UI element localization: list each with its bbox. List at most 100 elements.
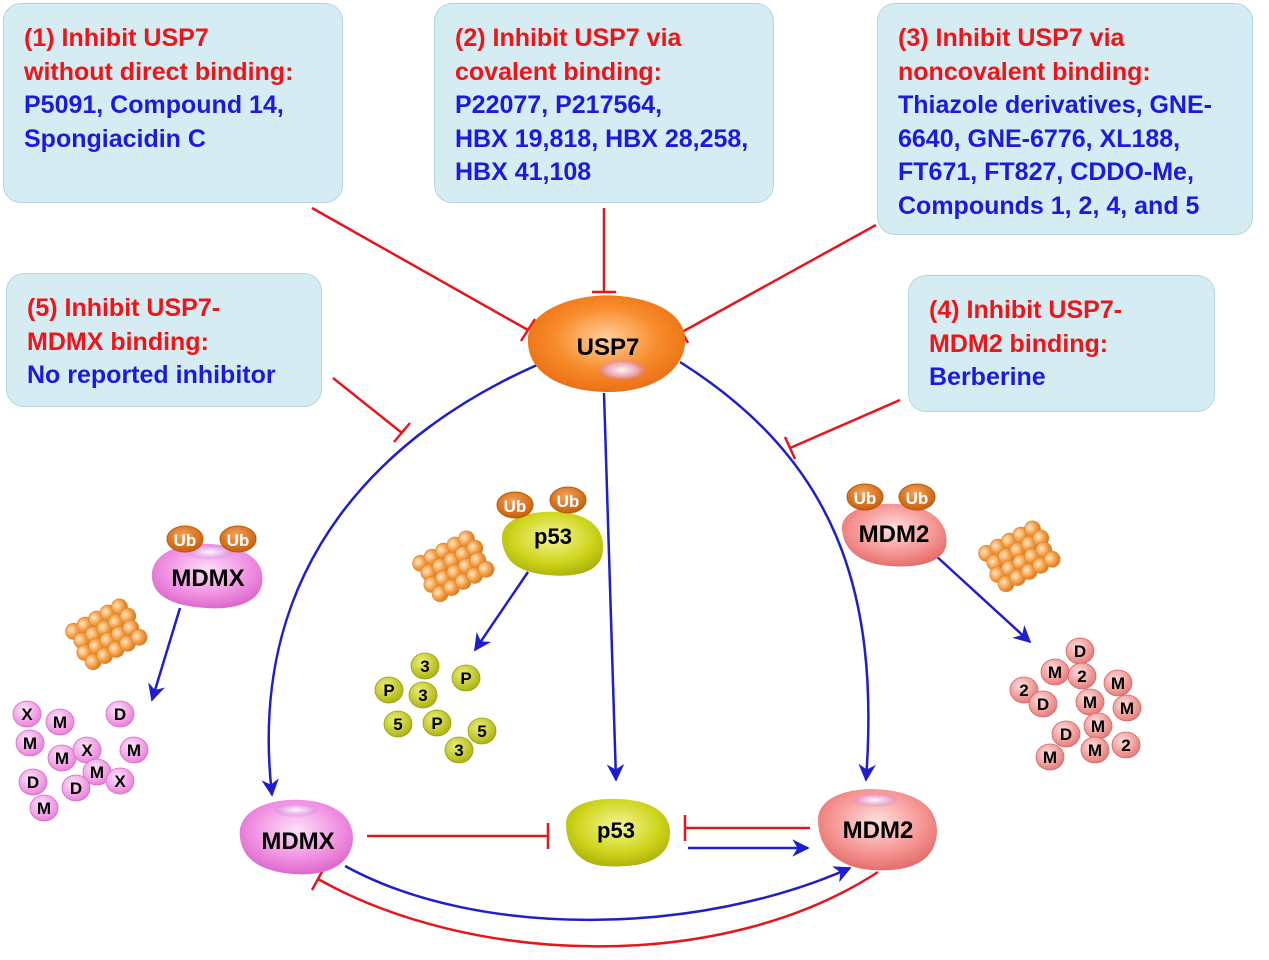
ub-label: Ub [174,531,197,550]
fragment-letter: D [70,779,82,798]
ub-label: Ub [227,531,250,550]
fragment-letter: 2 [1121,736,1130,755]
fragment-letter: M [1043,748,1057,767]
box5-title-line1: (5) Inhibit USP7- [27,294,221,322]
activation-arrows [148,360,1032,922]
fragment-letter: X [21,705,33,724]
fragment-letter: 3 [420,657,429,676]
fragment-mdmx: M [82,758,112,786]
box5-title-line2: MDMX binding: [27,327,209,356]
inhibit-line-3 [681,223,877,334]
box2-title-line1: (2) Inhibit USP7 via [455,24,682,52]
mdmx-ub-node: MDMX Ub Ub [151,525,263,609]
ub-label: Ub [504,497,527,516]
inhibition-lines [311,206,901,460]
inhibit-mdm2-mdmx [317,870,879,948]
fragment-letter: M [127,741,141,760]
fragment-mdmx: X [105,767,135,795]
box1-title-line2: without direct binding: [24,57,294,86]
callout-box-4: (4) Inhibit USP7- MDM2 binding: Berberin… [908,275,1215,412]
ub-label: Ub [854,489,877,508]
arrow-mdmx-to-mdm2 [344,864,852,922]
fragment-mdmx: M [29,794,59,822]
fragment-letter: M [1048,663,1062,682]
callout-box-5: (5) Inhibit USP7- MDMX binding: No repor… [6,273,322,407]
fragment-letter: 3 [418,686,427,705]
fragment-mdmx: X [72,736,102,764]
arrow-mdm2-frag [934,554,1032,644]
arrow-usp7-to-mdm2 [679,360,876,782]
inhibit-line-5 [332,377,403,434]
fragment-mdm2: 2 [1111,731,1141,759]
fragment-mdmx: D [105,700,135,728]
fragment-p53: 5 [383,710,413,738]
fragment-letter: 2 [1019,681,1028,700]
p53-bottom-node: p53 [566,798,671,867]
ub-tag [166,525,204,553]
fragment-mdm2: M [1075,688,1105,716]
fragment-letter: 3 [454,741,463,760]
fragment-letter: 2 [1077,667,1086,686]
proteasome-subunit [477,560,495,578]
box1-body-line2: Spongiacidin C [24,124,206,153]
fragment-mdm2: M [1080,736,1110,764]
p53-ub-label: p53 [534,524,572,549]
mdm2-bottom-node: MDM2 [818,789,937,871]
fragment-mdmx: X [12,700,42,728]
box3-body-line2: 6640, GNE-6776, XL188, [898,124,1181,153]
box2-title-line2: covalent binding: [455,57,662,86]
fragment-letter: P [431,714,442,733]
mdm2-ub-label: MDM2 [859,521,930,548]
box5-body-line1: No reported inhibitor [27,361,276,389]
proteasome-subunit [130,628,148,646]
usp7-label: USP7 [577,334,640,361]
inhibit-line-1 [311,206,529,332]
ub-label: Ub [906,489,929,508]
arrow-p53-frag [473,571,530,652]
p53-ub-node: p53 Ub Ub [496,486,604,576]
fragment-mdm2: D [1028,690,1058,718]
fragment-mdmx: M [119,736,149,764]
usp7-node: USP7 [527,295,686,393]
mdm2-bottom-label: MDM2 [843,817,914,844]
callout-box-1: (1) Inhibit USP7 without direct binding:… [3,3,343,203]
box2-body-line2: HBX 19,818, HBX 28,258, [455,124,749,153]
fragment-letter: D [1037,695,1049,714]
box2-body-line1: P22077, P217564, [455,91,663,119]
fragment-mdm2: M [1040,658,1070,686]
fragment-p53: P [422,709,452,737]
mdmx-ub-label: MDMX [171,565,244,592]
fragment-p53: P [451,664,481,692]
fragment-p53: 3 [444,736,474,764]
ub-tag [219,525,257,553]
proteasome-subunit [1043,550,1061,568]
fragment-mdm2: 2 [1009,676,1039,704]
fragment-letter: D [1074,642,1086,661]
inhibit-line-4 [789,398,901,450]
fragment-mdm2: M [1112,694,1142,722]
fragment-p53: P [374,676,404,704]
inhibit-bar-5 [393,422,411,443]
fragment-letter: M [1088,741,1102,760]
box3-body-line4: Compounds 1, 2, 4, and 5 [898,191,1200,220]
mdmx-bottom-node: MDMX [239,799,353,875]
fragment-mdm2: D [1051,720,1081,748]
fragment-letter: 5 [393,715,402,734]
fragment-letter: M [1120,699,1134,718]
fragment-letter: M [53,713,67,732]
fragment-letter: M [23,734,37,753]
p53-bottom-label: p53 [597,818,635,843]
box4-body-line1: Berberine [929,363,1046,391]
fragment-mdm2: M [1035,743,1065,771]
ub-tag [898,483,936,511]
fragment-letter: M [55,749,69,768]
box3-title-line1: (3) Inhibit USP7 via [898,24,1125,52]
box2-body-line3: HBX 41,108 [455,158,592,186]
box1-title-line1: (1) Inhibit USP7 [24,24,209,52]
ub-tag [549,486,587,514]
callout-box-2: (2) Inhibit USP7 via covalent binding: P… [434,3,774,203]
ub-tag [496,491,534,519]
fragment-letter: D [114,705,126,724]
box1-body-line1: P5091, Compound 14, [24,91,284,119]
